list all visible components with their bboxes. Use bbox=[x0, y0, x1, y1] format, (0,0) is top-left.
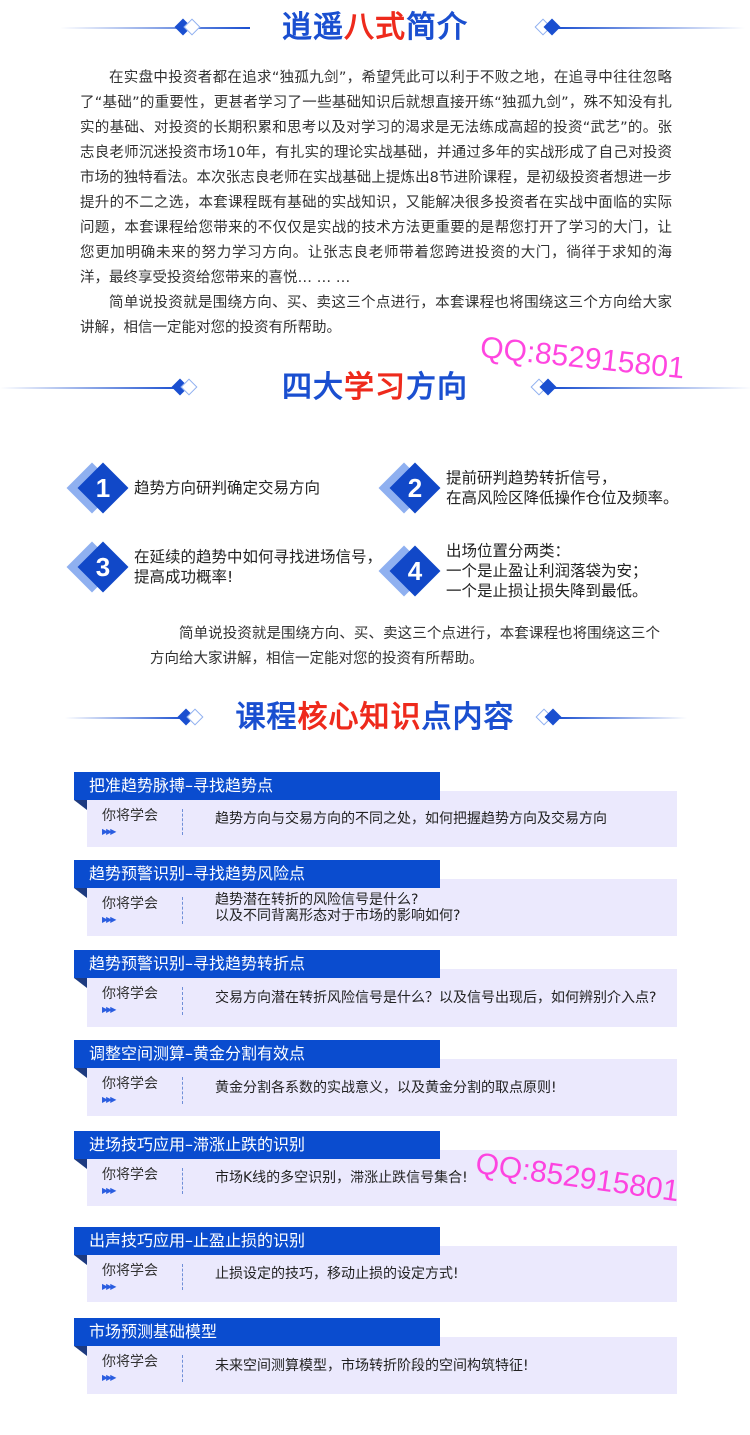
directions-summary: 简单说投资就是围绕方向、买、卖这三个点进行，本套课程也将围绕这三个方向给大家讲解… bbox=[150, 626, 660, 667]
module-body: 你将学会 ▶▶▶ 未来空间测算模型，市场转折阶段的空间构筑特征! bbox=[87, 1337, 677, 1394]
number-badge-icon: 1 bbox=[66, 462, 129, 514]
ribbon-fold bbox=[74, 1068, 87, 1078]
direction-text: 出场位置分两类： 一个是止盈让利润落袋为安； 一个是止损让损失降到最低。 bbox=[446, 542, 648, 600]
module-content: 未来空间测算模型，市场转折阶段的空间构筑特征! bbox=[215, 1357, 529, 1374]
direction-text: 提前研判趋势转折信号， 在高风险区降低操作仓位及频率。 bbox=[446, 469, 679, 507]
direction-item-2: 2 提前研判趋势转折信号， 在高风险区降低操作仓位及频率。 bbox=[378, 462, 679, 514]
intro-block: 在实盘中投资者都在追求“独孤九剑”，希望凭此可以利于不败之地，在追寻中往往忽略了… bbox=[80, 66, 672, 341]
ribbon-fold bbox=[74, 888, 87, 898]
title-part: 课程 bbox=[235, 700, 298, 735]
divider-line bbox=[555, 27, 745, 29]
ribbon-fold bbox=[74, 800, 87, 810]
module-label: 你将学会 ▶▶▶ bbox=[87, 1150, 169, 1206]
you-will-learn-label: 你将学会 bbox=[102, 986, 158, 1002]
module-body: 你将学会 ▶▶▶ 黄金分割各系数的实战意义，以及黄金分割的取点原则! bbox=[87, 1059, 677, 1116]
you-will-learn-label: 你将学会 bbox=[102, 1263, 158, 1279]
dashed-separator bbox=[182, 1077, 183, 1104]
module-title: 进场技巧应用–滞涨止跌的识别 bbox=[74, 1131, 440, 1159]
divider-line bbox=[557, 717, 687, 719]
you-will-learn-label: 你将学会 bbox=[102, 1354, 158, 1370]
number-badge-icon: 2 bbox=[378, 462, 441, 514]
title-part: 简介 bbox=[406, 10, 468, 45]
module-title: 市场预测基础模型 bbox=[74, 1318, 440, 1346]
dashed-separator bbox=[182, 987, 183, 1015]
module-body: 你将学会 ▶▶▶ 市场K线的多空识别，滞涨止跌信号集合! bbox=[87, 1150, 677, 1206]
module-content: 趋势潜在转折的风险信号是什么? 以及不同背离形态对于市场的影响如何? bbox=[215, 891, 461, 924]
title-highlight: 核心知识 bbox=[297, 700, 422, 735]
you-will-learn-label: 你将学会 bbox=[102, 1167, 158, 1183]
triple-arrow-icon: ▶▶▶ bbox=[102, 915, 117, 924]
number-badge-icon: 4 bbox=[378, 545, 441, 597]
ribbon-fold bbox=[74, 1159, 87, 1169]
title-highlight: 八式 bbox=[344, 10, 406, 45]
module-content: 交易方向潜在转折风险信号是什么？以及信号出现后，如何辨别介入点? bbox=[215, 990, 657, 1006]
module-title: 趋势预警识别–寻找趋势风险点 bbox=[74, 860, 440, 888]
triple-arrow-icon: ▶▶▶ bbox=[102, 1186, 117, 1195]
module-label: 你将学会 ▶▶▶ bbox=[87, 879, 169, 936]
divider-line bbox=[60, 27, 250, 29]
title-part: 逍遥 bbox=[282, 10, 344, 45]
module-body: 你将学会 ▶▶▶ 趋势潜在转折的风险信号是什么? 以及不同背离形态对于市场的影响如… bbox=[87, 879, 677, 936]
triple-arrow-icon: ▶▶▶ bbox=[102, 1005, 117, 1014]
title-part: 方向 bbox=[406, 370, 468, 405]
module-content: 趋势方向与交易方向的不同之处，如何把握趋势方向及交易方向 bbox=[215, 811, 607, 827]
module-title: 调整空间测算–黄金分割有效点 bbox=[74, 1040, 440, 1068]
dashed-separator bbox=[182, 1168, 183, 1194]
direction-text: 在延续的趋势中如何寻找进场信号， 提高成功概率! bbox=[134, 548, 383, 586]
direction-item-1: 1 趋势方向研判确定交易方向 bbox=[66, 462, 321, 514]
ribbon-fold bbox=[74, 1255, 87, 1265]
triple-arrow-icon: ▶▶▶ bbox=[102, 1095, 117, 1104]
module-title: 出声技巧应用–止盈止损的识别 bbox=[74, 1227, 440, 1255]
triple-arrow-icon: ▶▶▶ bbox=[102, 827, 117, 836]
module-body: 你将学会 ▶▶▶ 止损设定的技巧，移动止损的设定方式! bbox=[87, 1246, 677, 1302]
module-title: 趋势预警识别–寻找趋势转折点 bbox=[74, 950, 440, 978]
section-title-modules: 课程核心知识点内容 bbox=[0, 696, 750, 740]
module-body: 你将学会 ▶▶▶ 趋势方向与交易方向的不同之处，如何把握趋势方向及交易方向 bbox=[87, 791, 677, 847]
module-content: 黄金分割各系数的实战意义，以及黄金分割的取点原则! bbox=[215, 1079, 557, 1096]
module-label: 你将学会 ▶▶▶ bbox=[87, 1337, 169, 1394]
dashed-separator bbox=[182, 809, 183, 835]
module-label: 你将学会 ▶▶▶ bbox=[87, 791, 169, 847]
section-title-intro: 逍遥八式简介 bbox=[0, 6, 750, 50]
module-title: 把准趋势脉搏–寻找趋势点 bbox=[74, 772, 440, 800]
module-content: 市场K线的多空识别，滞涨止跌信号集合! bbox=[215, 1170, 468, 1186]
module-label: 你将学会 ▶▶▶ bbox=[87, 1246, 169, 1302]
you-will-learn-label: 你将学会 bbox=[102, 1076, 158, 1092]
module-content: 止损设定的技巧，移动止损的设定方式! bbox=[215, 1266, 459, 1282]
dashed-separator bbox=[182, 1355, 183, 1382]
triple-arrow-icon: ▶▶▶ bbox=[102, 1373, 117, 1382]
module-label: 你将学会 ▶▶▶ bbox=[87, 969, 169, 1027]
module-body: 你将学会 ▶▶▶ 交易方向潜在转折风险信号是什么？以及信号出现后，如何辨别介入点? bbox=[87, 969, 677, 1027]
intro-paragraph: 在实盘中投资者都在追求“独孤九剑”，希望凭此可以利于不败之地，在追寻中往往忽略了… bbox=[80, 70, 672, 286]
module-label: 你将学会 ▶▶▶ bbox=[87, 1059, 169, 1116]
dashed-separator bbox=[182, 1264, 183, 1290]
you-will-learn-label: 你将学会 bbox=[102, 808, 158, 824]
title-part: 四大 bbox=[282, 370, 344, 405]
divider-line bbox=[0, 387, 180, 389]
triple-arrow-icon: ▶▶▶ bbox=[102, 1282, 117, 1291]
divider-line bbox=[65, 717, 185, 719]
section-title-directions: 四大学习方向 bbox=[0, 366, 750, 410]
ribbon-fold bbox=[74, 1346, 87, 1356]
direction-item-3: 3 在延续的趋势中如何寻找进场信号， 提高成功概率! bbox=[66, 541, 383, 593]
number-badge-icon: 3 bbox=[66, 541, 129, 593]
divider-line bbox=[552, 387, 750, 389]
you-will-learn-label: 你将学会 bbox=[102, 896, 158, 912]
direction-item-4: 4 出场位置分两类： 一个是止盈让利润落袋为安； 一个是止损让损失降到最低。 bbox=[378, 541, 648, 601]
title-part: 点内容 bbox=[421, 700, 515, 735]
title-highlight: 学习 bbox=[344, 370, 406, 405]
ribbon-fold bbox=[74, 978, 87, 988]
direction-text: 趋势方向研判确定交易方向 bbox=[134, 479, 321, 497]
intro-summary: 简单说投资就是围绕方向、买、卖这三个点进行，本套课程也将围绕这三个方向给大家讲解… bbox=[80, 295, 672, 336]
dashed-separator bbox=[182, 897, 183, 924]
